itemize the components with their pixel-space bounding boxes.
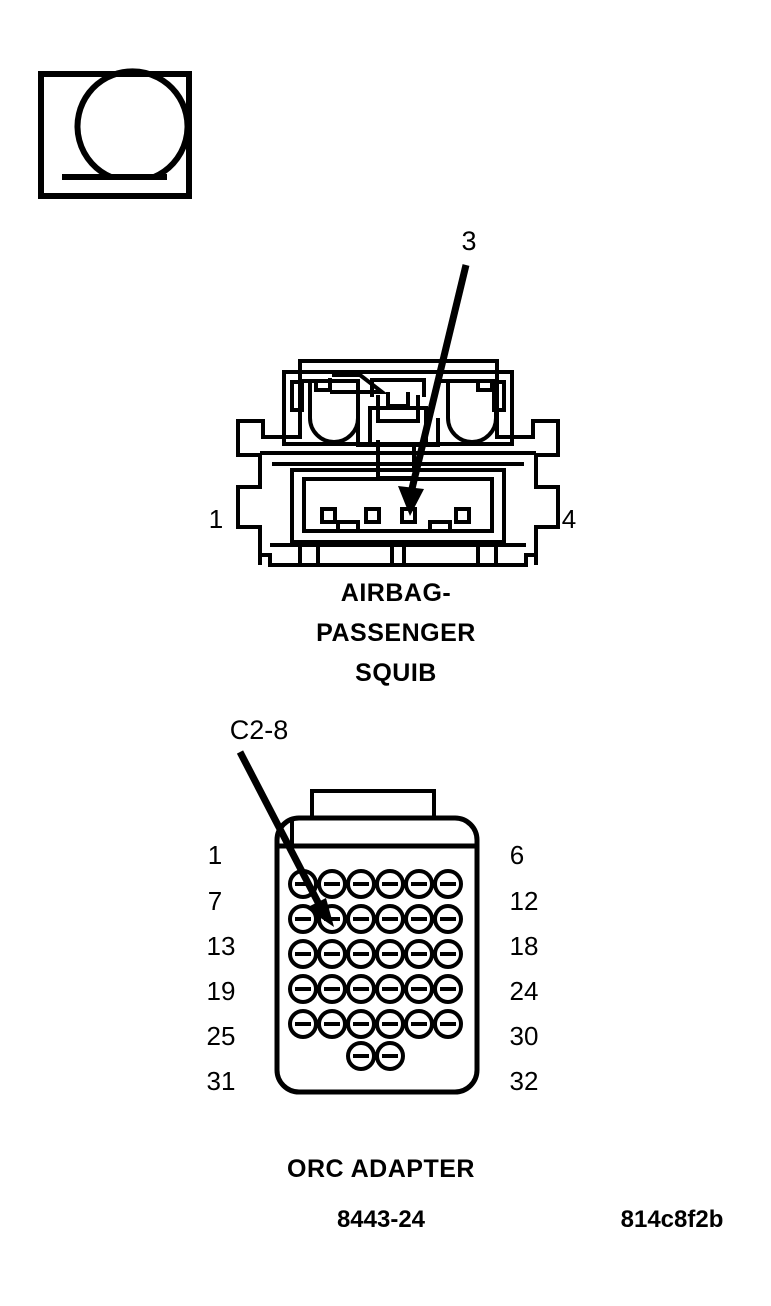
connector-airbag-passenger-squib: 1 4 bbox=[209, 359, 576, 567]
orc-row-labels-left: 1 7 13 19 25 31 bbox=[207, 840, 236, 1096]
pin-row-6 bbox=[346, 1041, 405, 1071]
pin-row-1 bbox=[288, 869, 463, 899]
orc-row-label-right-6: 32 bbox=[510, 1066, 539, 1096]
callout-c2-8: C2-8 bbox=[230, 715, 334, 927]
orc-row-label-left-3: 13 bbox=[207, 931, 236, 961]
orc-row-label-right-2: 12 bbox=[510, 886, 539, 916]
orc-row-label-left-1: 1 bbox=[208, 840, 222, 870]
orc-row-label-right-1: 6 bbox=[510, 840, 524, 870]
orc-row-label-left-5: 25 bbox=[207, 1021, 236, 1051]
orc-row-label-right-5: 30 bbox=[510, 1021, 539, 1051]
airbag-pin-label-left: 1 bbox=[209, 504, 223, 534]
callout-3-label: 3 bbox=[461, 226, 476, 256]
orc-row-label-left-2: 7 bbox=[208, 886, 222, 916]
orc-adapter-part-number: 8443-24 bbox=[337, 1206, 426, 1233]
pin-row-5 bbox=[288, 1009, 463, 1039]
orc-adapter-caption: ORC ADAPTER bbox=[287, 1155, 475, 1183]
orc-row-label-right-3: 18 bbox=[510, 931, 539, 961]
caption-line-3: SQUIB bbox=[355, 659, 437, 687]
pin-row-2 bbox=[288, 904, 463, 934]
pin-row-4 bbox=[288, 974, 463, 1004]
orc-row-label-left-6: 31 bbox=[207, 1066, 236, 1096]
connector-orc-adapter: 1 7 13 19 25 31 6 12 18 24 30 32 bbox=[207, 789, 539, 1096]
orc-row-labels-right: 6 12 18 24 30 32 bbox=[510, 840, 539, 1096]
orc-pin-grid bbox=[288, 869, 463, 1071]
caption-line-2: PASSENGER bbox=[316, 619, 476, 647]
orc-row-label-right-4: 24 bbox=[510, 976, 539, 1006]
drawing-id: 814c8f2b bbox=[621, 1206, 724, 1233]
airbag-connector-caption: AIRBAG- PASSENGER SQUIB bbox=[316, 579, 476, 687]
caption-line-1: AIRBAG- bbox=[341, 579, 451, 607]
callout-c2-8-label: C2-8 bbox=[230, 715, 289, 745]
orc-row-label-left-4: 19 bbox=[207, 976, 236, 1006]
terminal-cavities bbox=[320, 507, 471, 524]
ohm-symbol-box bbox=[38, 68, 192, 199]
pin-row-3 bbox=[288, 939, 463, 969]
airbag-pin-label-right: 4 bbox=[562, 504, 576, 534]
